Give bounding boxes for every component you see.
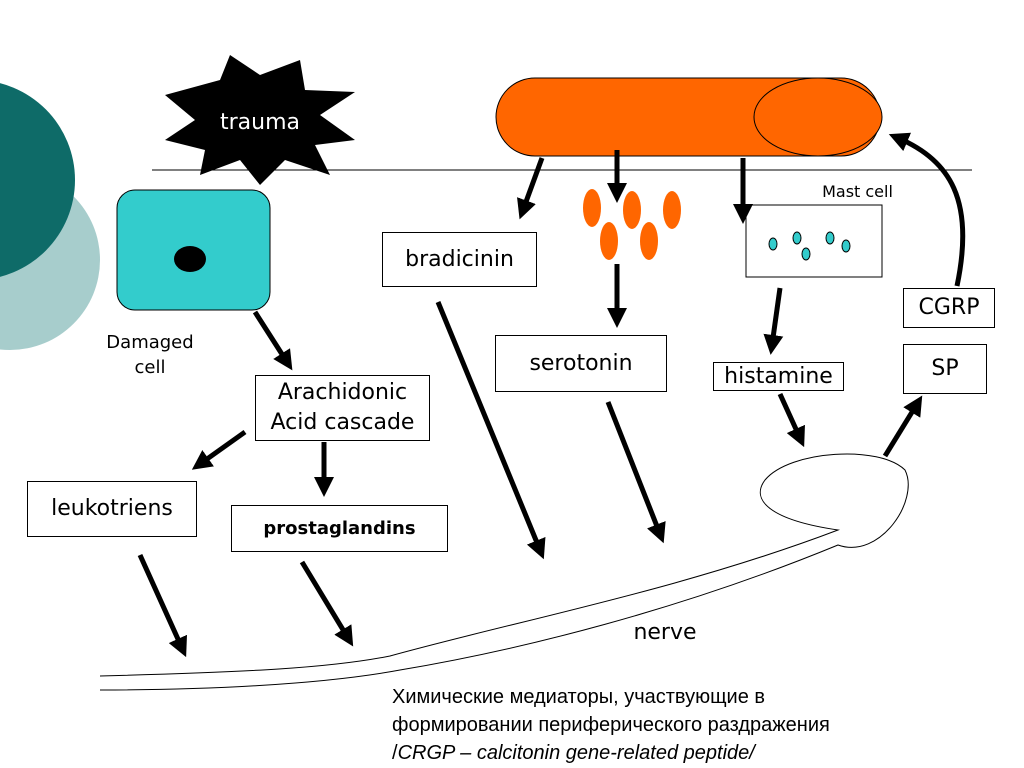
granule — [663, 191, 681, 229]
trauma-burst — [165, 55, 355, 185]
bradicinin-box: bradicinin — [382, 232, 537, 287]
arrow-cell-to-arachidonic — [252, 310, 293, 371]
granule — [841, 239, 851, 253]
histamine-granule-box — [745, 204, 883, 278]
serotonin-granules — [583, 189, 681, 260]
arrows — [137, 132, 966, 658]
arrow-cgrp-to-mast-cell — [888, 132, 966, 287]
trauma-label: trauma — [219, 110, 300, 135]
granule — [825, 231, 835, 245]
damaged-cell-label: Damaged cell — [106, 332, 194, 378]
leukotriens-box: leukotriens — [27, 481, 197, 537]
arrow-mast-to-bradicinin — [517, 157, 545, 220]
nerve-label: nerve — [633, 620, 697, 645]
mast-cell-nucleus — [753, 77, 883, 157]
granule — [792, 231, 802, 245]
decor-circle-dark — [0, 83, 75, 277]
caption-prefix: / — [392, 742, 398, 764]
sp-box: SP — [903, 344, 987, 394]
granule — [640, 222, 658, 260]
histamine-box: histamine — [713, 362, 844, 391]
caption: Химические медиаторы, участвующие в форм… — [392, 683, 1012, 767]
granule — [583, 189, 601, 227]
cgrp-box: CGRP — [903, 288, 995, 328]
damaged-cell-nucleus — [174, 246, 206, 272]
mast-cell-label: Mast cell — [822, 182, 893, 201]
serotonin-box: serotonin — [495, 335, 667, 392]
arrow-prostaglandins-to-nerve — [299, 560, 354, 647]
arrow-histamine-to-nerve — [777, 392, 805, 448]
arrow-serotonin-to-nerve — [605, 401, 666, 544]
arrow-leukotriens-to-nerve — [137, 553, 187, 658]
arrow-arachidonic-to-leukotriens — [191, 429, 247, 470]
prostaglandins-box: prostaglandins — [231, 505, 448, 552]
granule — [623, 191, 641, 229]
granule — [768, 237, 778, 251]
granule — [801, 247, 811, 261]
nerve-fiber — [99, 453, 909, 691]
arrow-bradicinin-to-nerve — [435, 301, 546, 560]
caption-line-1: Химические медиаторы, участвующие в — [392, 686, 766, 708]
granule — [600, 222, 618, 260]
arrow-nerve-to-sp — [882, 395, 923, 458]
histamine-granules — [768, 231, 851, 261]
caption-line-3: /CRGP – calcitonin gene-related peptide/ — [392, 739, 1012, 767]
caption-line-2: формировании периферического раздражения — [392, 714, 830, 736]
caption-note: CRGP – calcitonin gene-related peptide/ — [397, 742, 755, 764]
arachidonic-box: Arachidonic Acid cascade — [255, 375, 430, 441]
arrow-granules-to-histamine — [763, 287, 784, 355]
